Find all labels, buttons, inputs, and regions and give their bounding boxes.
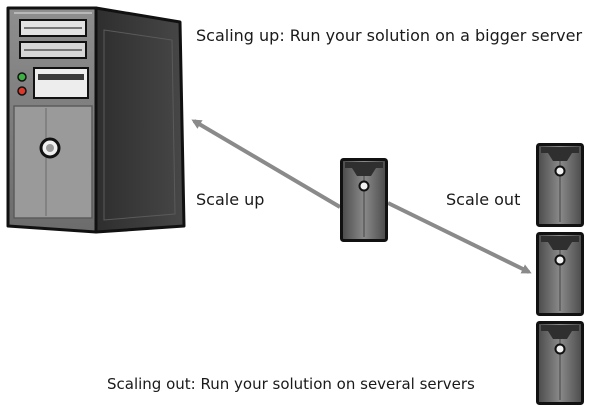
scale-up-caption: Scaling up: Run your solution on a bigge…	[196, 26, 583, 45]
scale-up-arrow	[191, 119, 342, 209]
small-server-icon	[340, 158, 388, 242]
scale-out-arrow	[387, 201, 532, 274]
scale-up-label: Scale up	[196, 190, 265, 209]
small-server-icon	[536, 232, 584, 316]
small-server-icon	[536, 143, 584, 227]
tower-server-icon	[6, 6, 186, 234]
small-server-icon	[536, 321, 584, 405]
scale-out-caption: Scaling out: Run your solution on severa…	[107, 375, 475, 393]
scale-out-label: Scale out	[446, 190, 521, 209]
